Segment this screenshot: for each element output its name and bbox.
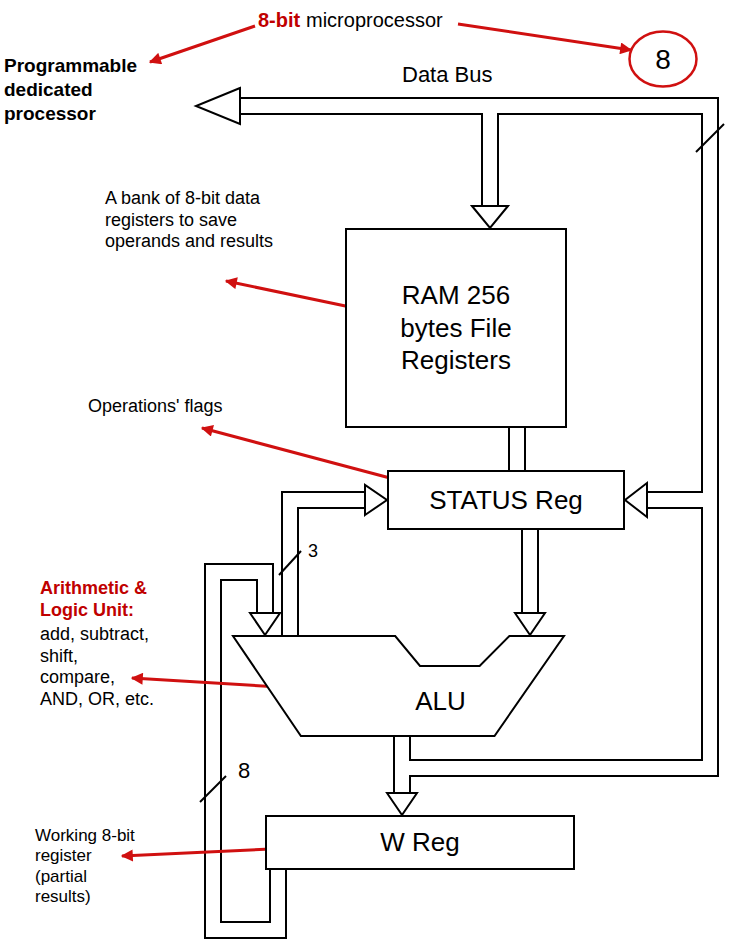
circle-outline [630, 32, 697, 87]
ram-box: RAM 256 bytes File Registers [345, 228, 567, 428]
bus-to-ram-outline [481, 106, 499, 206]
connector-arrowhead [365, 485, 387, 515]
node-text: W Reg [380, 826, 459, 859]
status-register-box: STATUS Reg [387, 470, 625, 530]
callout-note: add, subtract, shift, compare, AND, OR, … [40, 624, 156, 710]
title-text: microprocessor [306, 8, 443, 32]
connector-arrowhead [250, 613, 280, 635]
node-text: RAM 256 bytes File Registers [397, 279, 515, 377]
callout-note: A bank of 8-bit data registers to save o… [105, 188, 280, 253]
bus-width-label: 8 [238, 758, 250, 784]
bus-arrowhead [625, 483, 647, 517]
leader-arrow [226, 281, 355, 308]
bus-arrowhead [472, 206, 508, 228]
bus-to-status-inner [647, 493, 710, 507]
callout-note: Operations' flags [88, 396, 223, 418]
alu-shape: ALU [232, 635, 565, 737]
bus-connector [290, 485, 387, 635]
bus-name: Data Bus [402, 62, 493, 88]
bus-width-slash [696, 124, 724, 152]
connector-arrowhead [515, 613, 545, 635]
connector-inner [290, 500, 365, 635]
connector-outline [508, 428, 526, 470]
connector-inner [395, 737, 409, 793]
bus-width-label: 3 [308, 541, 318, 563]
bus-width-slash [200, 776, 226, 802]
connector-outline [521, 530, 539, 613]
leader-arrow [150, 26, 255, 62]
connector-arrowhead [387, 793, 417, 815]
bus-connector [213, 572, 280, 930]
bus-connector [515, 530, 545, 635]
w-register-box: W Reg [265, 815, 575, 870]
connector-outline [290, 500, 365, 635]
node-text: 8 [655, 42, 671, 77]
bus-width-slash [279, 551, 301, 575]
connector-inner [523, 530, 537, 613]
processor-note: Programmable dedicated processor [4, 54, 154, 125]
bus-connector [517, 428, 518, 470]
callout-heading: Arithmetic & Logic Unit: [40, 578, 190, 621]
alu-outline [233, 636, 564, 736]
callout-note: Working 8-bit register (partial results) [35, 826, 145, 908]
connector-inner [510, 428, 524, 470]
node-text: ALU [415, 685, 466, 718]
leader-arrow [202, 428, 405, 482]
bus-width-circle: 8 [628, 30, 698, 88]
node-text: STATUS Reg [429, 484, 583, 517]
title-highlight: 8-bit [258, 8, 300, 32]
leader-arrow [458, 24, 631, 50]
bus-to-ram-inner [483, 106, 497, 206]
bus-arrowhead [196, 88, 240, 124]
bus-to-status-outline [647, 491, 710, 509]
connector-outline [393, 737, 411, 793]
alu-shape-outline [232, 635, 565, 737]
